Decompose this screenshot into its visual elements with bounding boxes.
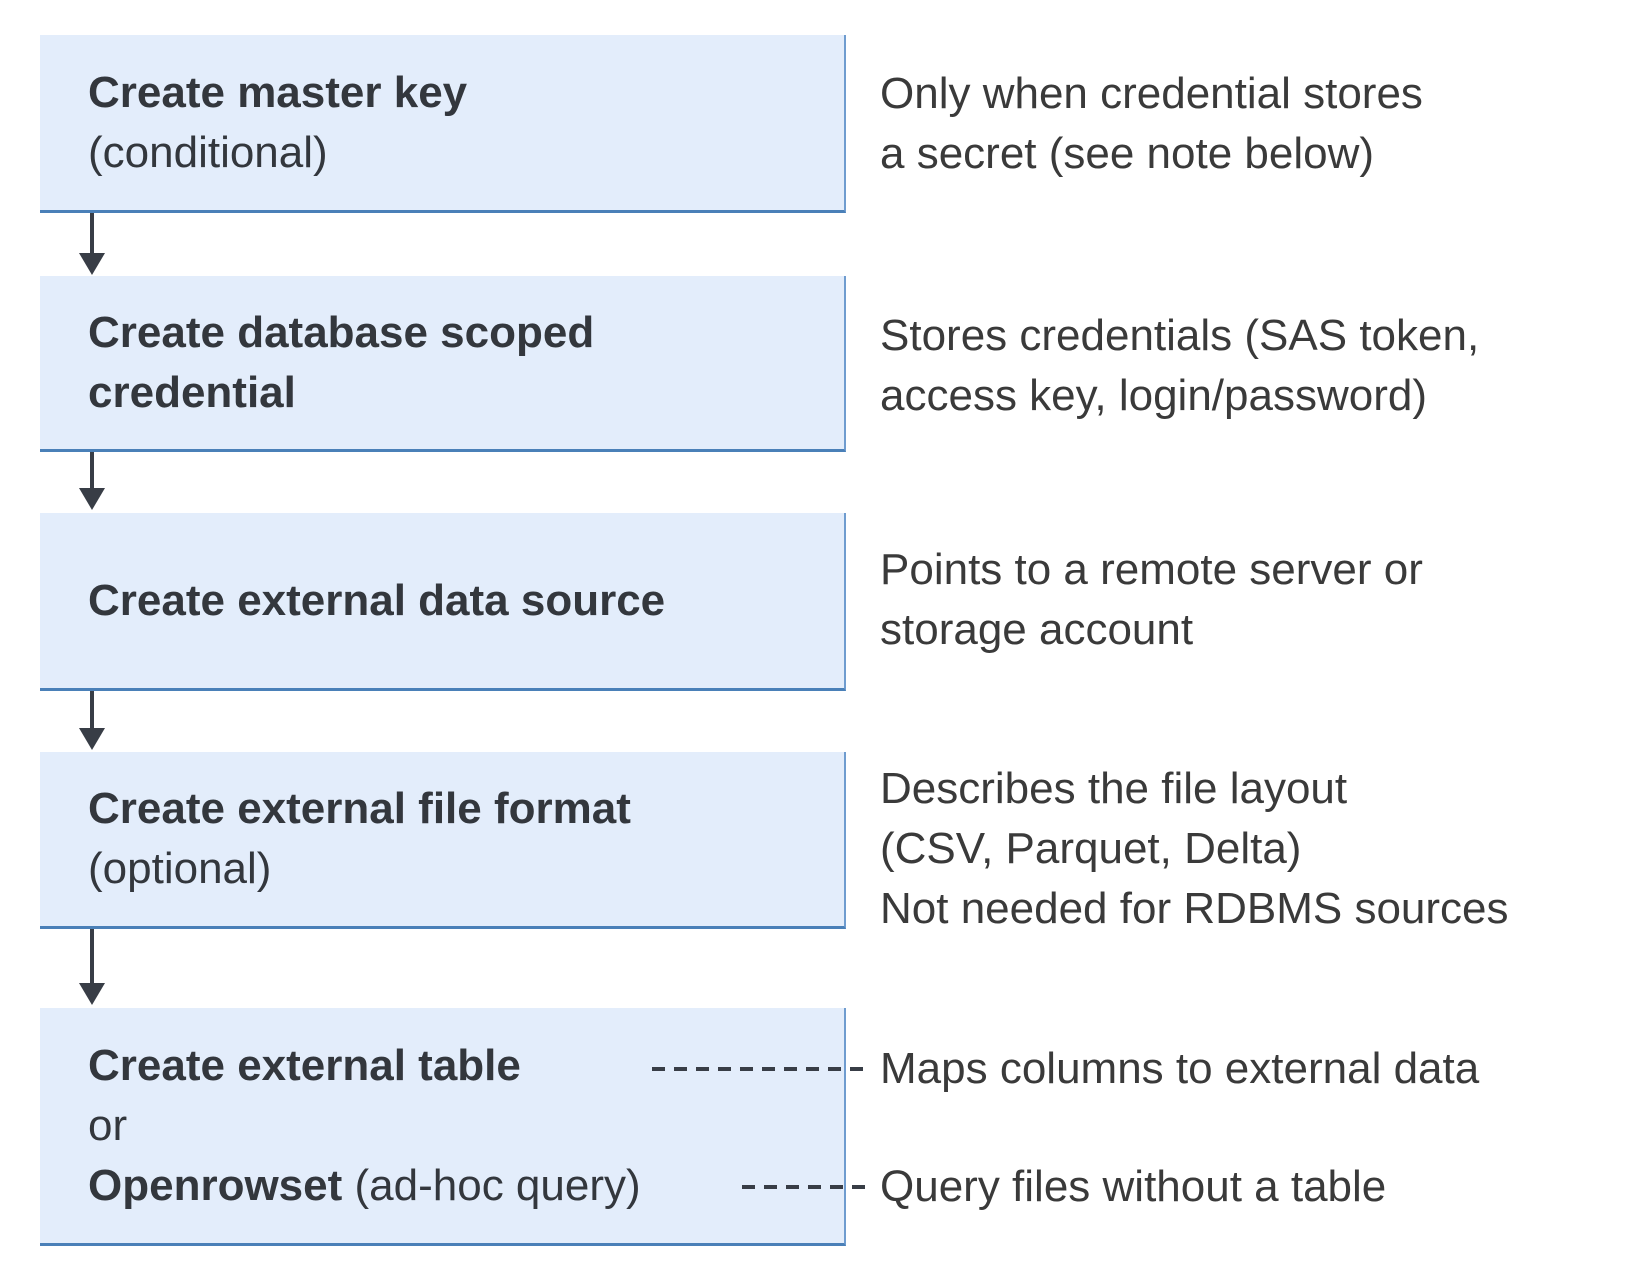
note-line: Stores credentials (SAS token, — [880, 311, 1480, 360]
down-arrow-stem — [90, 213, 94, 255]
down-arrow-stem — [90, 691, 94, 730]
dashed-connector-openrowset — [742, 1185, 868, 1189]
note-maps-columns: Maps columns to external data — [880, 1044, 1480, 1093]
note-scoped-credential: Stores credentials (SAS token, access ke… — [880, 306, 1479, 426]
box-title: Create external data source — [88, 575, 666, 625]
box-title: Create external table — [88, 1040, 521, 1090]
note-line: Points to a remote server or — [880, 545, 1423, 594]
note-line: (CSV, Parquet, Delta) — [880, 824, 1302, 873]
note-line: a secret (see note below) — [880, 129, 1375, 178]
note-data-source: Points to a remote server or storage acc… — [880, 540, 1423, 660]
flow-box-create-master-key: Create master key (conditional) — [40, 35, 846, 213]
box-title: Create database scoped — [88, 307, 595, 357]
note-line: storage account — [880, 605, 1194, 654]
box-or-label: or — [88, 1100, 128, 1150]
box-openrowset-label: Openrowset — [88, 1160, 343, 1210]
box-title: Create master key — [88, 67, 468, 117]
down-arrow-icon — [79, 488, 105, 510]
note-master-key: Only when credential stores a secret (se… — [880, 64, 1423, 184]
note-line: Describes the file layout — [880, 764, 1348, 813]
note-line: Only when credential stores — [880, 69, 1423, 118]
box-title-line2: credential — [88, 367, 296, 417]
box-openrowset-suffix: (ad-hoc query) — [342, 1160, 641, 1210]
box-subtitle: (optional) — [88, 844, 272, 893]
down-arrow-icon — [79, 728, 105, 750]
flow-box-create-external-table-or-openrowset: Create external table or Openrowset (ad-… — [40, 1008, 846, 1246]
dashed-connector-external-table — [652, 1067, 868, 1071]
box-subtitle: (conditional) — [88, 127, 328, 177]
note-line: Not needed for RDBMS sources — [880, 884, 1509, 933]
box-title: Create external file format — [88, 784, 631, 833]
note-line: access key, login/password) — [880, 371, 1427, 420]
flow-box-create-external-file-format: Create external file format (optional) — [40, 752, 846, 929]
note-query-files: Query files without a table — [880, 1162, 1387, 1211]
down-arrow-icon — [79, 253, 105, 275]
down-arrow-stem — [90, 929, 94, 985]
down-arrow-stem — [90, 452, 94, 490]
note-file-format: Describes the file layout (CSV, Parquet,… — [880, 759, 1509, 939]
box-openrowset-line: Openrowset (ad-hoc query) — [88, 1156, 844, 1216]
flow-box-create-external-data-source: Create external data source — [40, 513, 846, 691]
flow-box-create-database-scoped-credential: Create database scoped credential — [40, 276, 846, 452]
down-arrow-icon — [79, 983, 105, 1005]
